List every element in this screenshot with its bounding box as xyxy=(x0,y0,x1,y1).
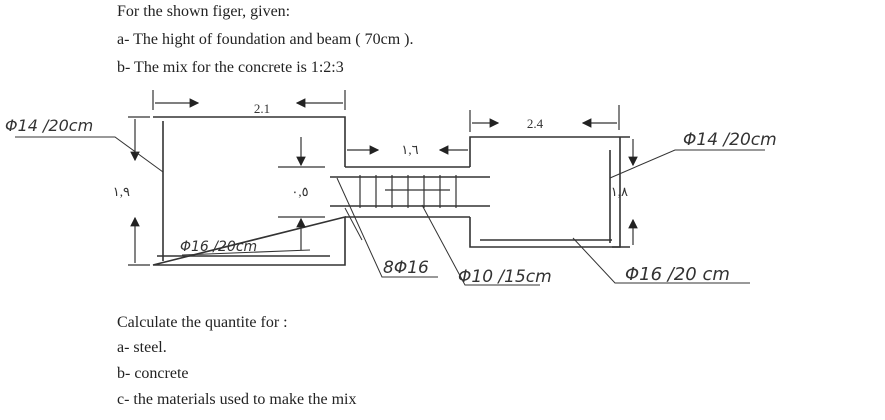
given-b: b- The mix for the concrete is 1:2:3 xyxy=(117,59,344,76)
left-footing xyxy=(152,116,346,266)
stirrups-label: Φ10 /15cm xyxy=(458,267,552,287)
task-prompt: Calculate the quantite for : xyxy=(117,314,288,331)
right-vertical-bar-label: Φ14 /20cm xyxy=(683,130,777,150)
intro-text: For the shown figer, given: xyxy=(117,3,291,20)
beam-depth-label: ٠,٥ xyxy=(291,184,308,199)
left-height-label: ١,٩ xyxy=(113,184,130,199)
left-width-label: 2.1 xyxy=(254,101,270,116)
right-width-label: 2.4 xyxy=(527,116,544,131)
leader-lines xyxy=(15,136,765,286)
right-height-label: ١,٨ xyxy=(611,184,628,199)
right-bottom-bar-label: Φ16 /20 cm xyxy=(625,264,730,285)
right-footing xyxy=(469,136,630,248)
task-item-concrete: b- concrete xyxy=(117,365,189,382)
left-vertical-bar-label: Φ14 /20cm xyxy=(5,116,93,135)
task-item-materials: c- the materials used to make the mix xyxy=(117,391,357,408)
beam-length-label: ١,٦ xyxy=(401,142,418,157)
given-a: a- The hight of foundation and beam ( 70… xyxy=(117,31,414,48)
dimension-lines xyxy=(128,90,638,266)
foundation-diagram: 2.1 ١,٩ ٠,٥ ١,٦ 2.4 ١,٨ Φ14 /20cm Φ16 /2… xyxy=(5,90,777,287)
tie-beam xyxy=(330,166,490,218)
beam-main-bars-label: 8Φ16 xyxy=(383,258,429,278)
left-bottom-bar-label: Φ16 /20cm xyxy=(180,239,257,255)
task-item-steel: a- steel. xyxy=(117,339,167,356)
